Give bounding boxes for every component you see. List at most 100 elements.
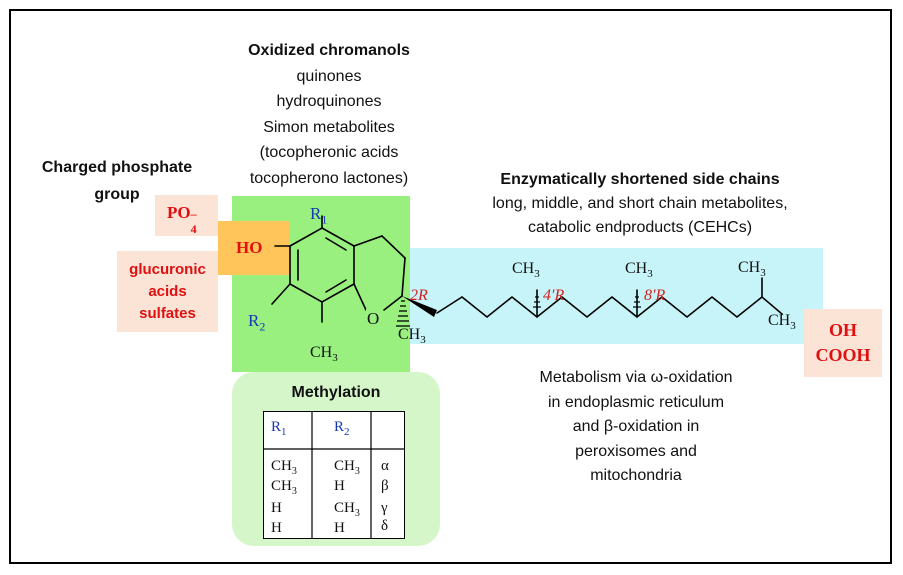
conjugate-line: sulfates xyxy=(139,305,196,322)
methyl-text: CH xyxy=(512,260,535,277)
conjugates-label: glucuronic acids sulfates xyxy=(117,259,218,325)
conjugates-box xyxy=(117,251,218,332)
methyl-subscript: 3 xyxy=(420,334,426,347)
stereocenter-8r: 8′R xyxy=(644,287,666,304)
methyl-c2-label: CH3 xyxy=(398,326,426,346)
cell-text: CH xyxy=(334,458,355,474)
wedge-bond xyxy=(402,296,437,317)
terminal-cooh: COOH xyxy=(815,345,871,365)
side-chains-block: Enzymatically shortened side chains long… xyxy=(440,168,840,240)
cell-text: CH xyxy=(271,478,292,494)
methylation-table xyxy=(263,411,405,539)
methyl-bottom-label: CH3 xyxy=(310,344,338,364)
methyl-text: CH xyxy=(625,260,648,277)
oxidized-title: Oxidized chromanols xyxy=(248,42,410,59)
side-chains-line: long, middle, and short chain metabolite… xyxy=(492,195,788,212)
hydroxyl-region xyxy=(218,221,289,275)
conjugate-line: glucuronic xyxy=(129,261,206,278)
table-header-r2: R2 xyxy=(334,419,350,441)
oxidized-line: quinones xyxy=(296,67,362,85)
header-subscript: 2 xyxy=(344,426,350,438)
metabolism-block: Metabolism via ω-oxidation in endoplasmi… xyxy=(496,366,776,489)
methyl-4r-label: CH3 xyxy=(512,260,540,280)
stereocenter-4r: 4′R xyxy=(543,287,565,304)
ring-oxygen-label: O xyxy=(366,309,381,329)
table-cell-r2: H xyxy=(334,478,345,500)
table-cell-r1: CH3 xyxy=(271,458,297,480)
cell-subscript: 3 xyxy=(291,466,297,477)
cell-text: H xyxy=(334,520,345,536)
cell-subscript: 3 xyxy=(354,508,360,519)
oxidized-line: hydroquinones xyxy=(276,93,382,110)
methyl-terminal-top-label: CH3 xyxy=(738,259,766,279)
terminal-box xyxy=(804,309,882,377)
r1-label: R1 xyxy=(310,204,327,227)
table-cell-r2: CH3 xyxy=(334,500,360,522)
hydroxyl-label: HO xyxy=(236,238,263,257)
phosphate-box xyxy=(155,195,218,236)
metabolism-line: and β-oxidation in xyxy=(572,418,700,435)
hashed-bond xyxy=(396,300,410,327)
table-cell-form: δ xyxy=(381,518,389,534)
methyl-8r-label: CH3 xyxy=(625,260,653,280)
stereocenter-2r: 2R xyxy=(410,287,428,304)
metabolism-line: in endoplasmic reticulum xyxy=(547,393,725,411)
terminal-oh: OH xyxy=(828,320,857,340)
cell-text: CH xyxy=(271,458,292,474)
metabolism-line: Metabolism via ω-oxidation xyxy=(539,369,733,386)
header-letter: R xyxy=(271,419,282,435)
terminal-label: OH COOH xyxy=(804,318,882,368)
side-chain-region xyxy=(410,248,823,344)
oxidized-line: tocopherono lactones) xyxy=(249,169,409,187)
r2-letter: R xyxy=(248,311,260,330)
methyl-subscript: 3 xyxy=(332,352,338,365)
aromatic-ring xyxy=(289,227,355,303)
methyl-subscript: 3 xyxy=(760,267,766,280)
oxidized-chromanols-block: Oxidized chromanols quinones hydroquinon… xyxy=(222,38,436,191)
figure-frame xyxy=(9,9,892,564)
metabolism-line: mitochondria xyxy=(590,467,682,484)
table-cell-r2: CH3 xyxy=(334,458,360,480)
methyl-subscript: 3 xyxy=(647,268,653,281)
phosphate-formula-text: PO xyxy=(167,203,191,222)
table-cell-form: γ xyxy=(381,500,388,516)
methyl-terminal-bottom-label: CH3 xyxy=(768,312,796,332)
table-cell-r1: H xyxy=(271,500,282,522)
cell-text: H xyxy=(271,520,282,536)
methylation-table-lines xyxy=(263,411,405,539)
phosphate-formula: PO – 4 xyxy=(167,203,199,236)
oxidized-line: (tocopheronic acids xyxy=(259,144,399,161)
methyl-subscript: 3 xyxy=(790,320,796,333)
cell-subscript: 3 xyxy=(291,486,297,497)
conjugate-line: acids xyxy=(148,283,187,300)
table-cell-form: β xyxy=(381,478,389,494)
header-letter: R xyxy=(334,419,345,435)
r2-subscript: 2 xyxy=(259,319,266,334)
phosphate-label-line: Charged phosphate xyxy=(41,159,193,176)
table-header-r1: R1 xyxy=(271,419,287,441)
r2-label: R2 xyxy=(248,311,265,334)
oxidized-line: Simon metabolites xyxy=(263,118,395,136)
cell-subscript: 3 xyxy=(354,466,360,477)
phosphate-charge: – xyxy=(190,207,197,221)
phosphate-label: Charged phosphate group xyxy=(22,154,212,208)
methyl-subscript: 3 xyxy=(534,268,540,281)
methyl-text: CH xyxy=(398,326,421,343)
cell-text: H xyxy=(271,500,282,516)
r1-subscript: 1 xyxy=(321,212,328,227)
r1-letter: R xyxy=(310,204,322,223)
methyl-text: CH xyxy=(768,312,791,329)
table-cell-r1: H xyxy=(271,520,282,542)
table-cell-r1: CH3 xyxy=(271,478,297,500)
side-chains-line: catabolic endproducts (CEHCs) xyxy=(527,219,753,236)
hashed-methyl-bonds xyxy=(533,296,641,308)
table-cell-form: α xyxy=(381,458,389,474)
cell-text: H xyxy=(334,478,345,494)
cell-text: CH xyxy=(334,500,355,516)
metabolism-line: peroxisomes and xyxy=(575,442,697,460)
side-chains-title: Enzymatically shortened side chains xyxy=(500,171,780,188)
table-cell-r2: H xyxy=(334,520,345,542)
phosphate-label-line: group xyxy=(94,186,140,203)
methylation-title: Methylation xyxy=(291,384,381,401)
